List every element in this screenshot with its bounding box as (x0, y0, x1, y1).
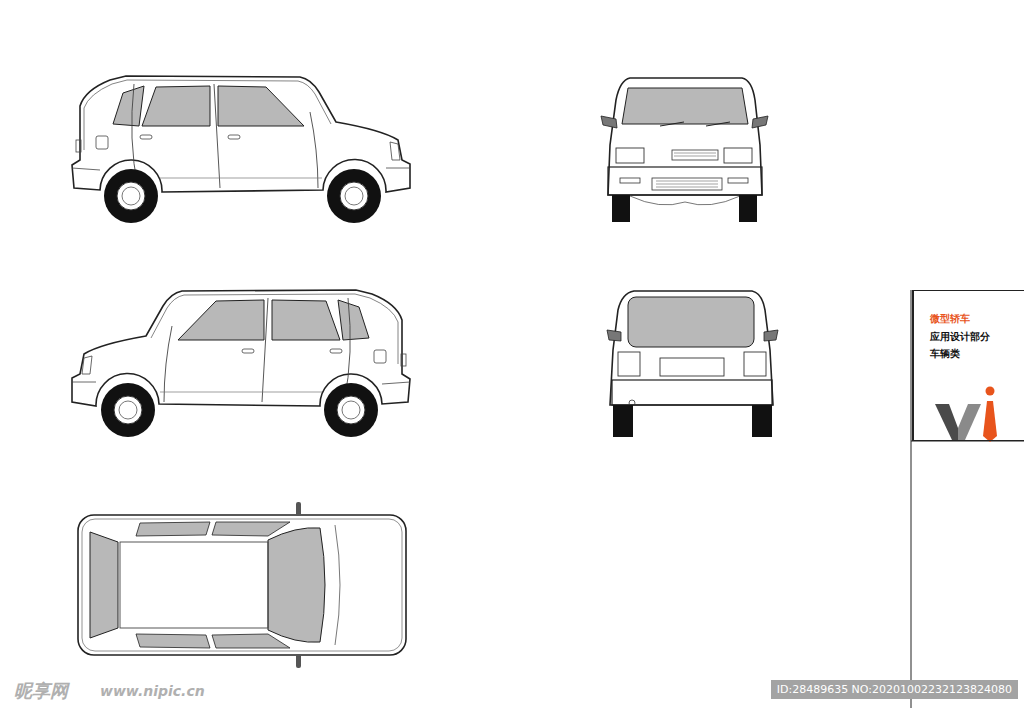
top-view-car-part (335, 525, 340, 645)
vi-logo-part (983, 401, 997, 442)
front-view-car-part (739, 195, 757, 222)
front-view-car-part (752, 116, 768, 128)
front-view-car-part (620, 178, 640, 183)
top-view-car-part (212, 522, 290, 536)
top-view-car-part (90, 532, 118, 638)
rear-view-car-part (613, 405, 633, 437)
top-view-car-part (212, 634, 290, 648)
watermark: www.nipic.cn (100, 683, 205, 699)
image-id: ID:28489635 NO:20201002232123824080 (771, 680, 1018, 699)
top-view-car-part (136, 522, 210, 536)
front-view-car-part (601, 116, 617, 128)
top-view-car-part (120, 542, 268, 628)
top-view-car (78, 502, 406, 668)
side-view-left (72, 290, 410, 437)
front-view-car (601, 78, 768, 222)
front-view-car-part (706, 122, 730, 126)
vi-logo (935, 387, 997, 443)
top-view-car-part (136, 634, 210, 648)
vi-logo-part (986, 387, 995, 396)
front-view-car-part (674, 153, 716, 154)
rear-view-car-part (628, 297, 754, 347)
front-view-car-part (608, 167, 762, 195)
top-view-car-part (82, 519, 402, 651)
front-view-car-part (652, 178, 722, 190)
top-view-car-part (268, 528, 325, 643)
front-view-car-part (622, 88, 748, 124)
front-view-car-part (630, 196, 740, 205)
panel-text: 车辆类 (930, 348, 1024, 360)
watermark: 昵享网 (14, 679, 68, 703)
rear-view-car-part (660, 358, 724, 376)
rear-view-car (607, 291, 778, 437)
side-view-right (72, 76, 410, 223)
rear-view-car-part (764, 330, 778, 341)
front-view-car-part (672, 150, 718, 160)
front-view-car-part (612, 195, 630, 222)
front-view-car-part (656, 181, 718, 187)
panel-box: 微型轿车应用设计部分车辆类 (912, 290, 1024, 441)
vi-logo-part (958, 404, 981, 440)
top-view-car-part (78, 515, 406, 655)
rear-view-car-part (744, 352, 766, 376)
front-view-car-part (608, 78, 762, 195)
front-view-car-part (728, 178, 748, 183)
rear-view-car-part (610, 291, 773, 405)
front-view-car-part (616, 148, 644, 163)
front-view-car-part (674, 156, 716, 157)
rear-view-car-part (612, 380, 772, 405)
rear-view-car-part (607, 330, 621, 341)
vi-logo-part (935, 404, 958, 440)
front-view-car-part (660, 122, 684, 126)
front-view-car-part (724, 148, 752, 163)
top-view-car-part (296, 502, 301, 516)
panel-title: 微型轿车 (930, 313, 1024, 325)
top-view-car-part (296, 654, 301, 668)
panel-text: 应用设计部分 (930, 331, 1024, 343)
side-panel (911, 290, 1024, 708)
rear-view-car-part (752, 405, 772, 437)
rear-view-car-part (618, 352, 640, 376)
